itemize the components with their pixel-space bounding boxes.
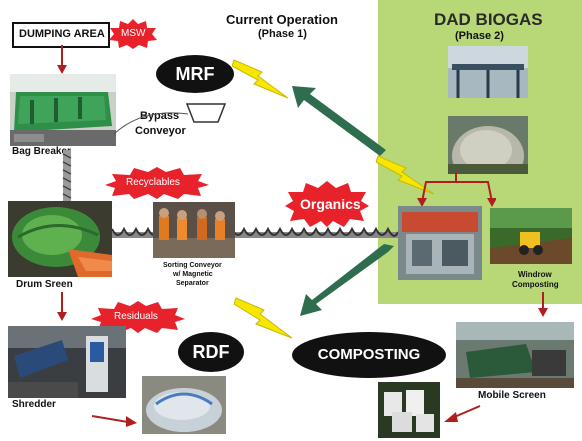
green-arrow-to-composting	[300, 244, 394, 316]
rdf-oval: RDF	[178, 332, 244, 372]
composting-oval: COMPOSTING	[292, 332, 446, 378]
arrow-windrow-to-mobile	[538, 292, 548, 317]
residuals-label: Residuals	[114, 311, 158, 322]
composting-label: COMPOSTING	[317, 346, 421, 363]
arrow-shredder-to-rdf	[92, 415, 137, 427]
bypass-conveyor-shape	[186, 103, 226, 123]
lightning-bolt-icon	[234, 297, 293, 339]
arrow-dome-to-machinery	[417, 172, 496, 207]
bypass-conveyor-connector	[113, 112, 189, 135]
vertical-conveyor-spiral	[62, 150, 72, 212]
bypass-conveyor-label-2: Conveyor	[135, 125, 186, 137]
sorting-conveyor-label-1: Sorting Conveyor	[163, 262, 222, 269]
phase1-subtitle: (Phase 1)	[258, 28, 307, 40]
green-arrow-to-mrf	[292, 86, 386, 156]
mobile-screen-label: Mobile Screen	[478, 390, 546, 401]
mrf-label: MRF	[175, 64, 215, 84]
arrow-drum-to-shredder	[57, 292, 67, 321]
windrow-label-1: Windrow	[518, 270, 552, 279]
drum-screen-label: Drum Sreen	[16, 279, 73, 290]
dumping-area-label: DUMPING AREA	[19, 28, 105, 40]
windrow-label-2: Composting	[512, 280, 559, 289]
mrf-oval: MRF	[156, 55, 234, 93]
shredder-label: Shredder	[12, 399, 56, 410]
msw-burst	[109, 19, 157, 49]
phase2-subtitle: (Phase 2)	[455, 30, 504, 42]
digester-dome-photo	[448, 116, 528, 174]
biogas-plant-photo	[448, 46, 528, 98]
arrow-mobile-to-compost	[444, 405, 481, 422]
phase1-title: Current Operation	[226, 12, 338, 27]
biogas-machinery-photo	[398, 206, 482, 280]
bag-breaker-photo	[10, 74, 116, 146]
lightning-bolt-icon	[376, 155, 435, 195]
recyclables-burst	[105, 167, 209, 199]
bag-breaker-label: Bag Breaker	[12, 146, 71, 157]
drum-screen-photo	[8, 201, 112, 277]
lightning-bolt-icon	[232, 59, 289, 99]
sorting-conveyor-photo	[153, 202, 235, 258]
rdf-label: RDF	[192, 342, 230, 362]
shredder-photo	[8, 326, 126, 398]
organics-label: Organics	[300, 196, 361, 212]
arrow-dumping-to-bagbreaker	[57, 45, 67, 74]
organics-burst	[285, 181, 369, 227]
mobile-screen-photo	[456, 322, 574, 388]
compost-bags-photo	[378, 382, 440, 438]
sorting-conveyor-label-3: Separator	[176, 280, 209, 287]
recyclables-label: Recyclables	[126, 177, 180, 188]
residuals-burst	[91, 301, 185, 333]
dumping-area-box	[12, 22, 110, 48]
windrow-photo	[490, 208, 572, 264]
msw-label: MSW	[121, 28, 146, 39]
phase2-title: DAD BIOGAS	[434, 10, 543, 29]
rdf-bales-photo	[142, 376, 226, 434]
sorting-conveyor-label-2: w/ Magnetic	[173, 271, 213, 278]
